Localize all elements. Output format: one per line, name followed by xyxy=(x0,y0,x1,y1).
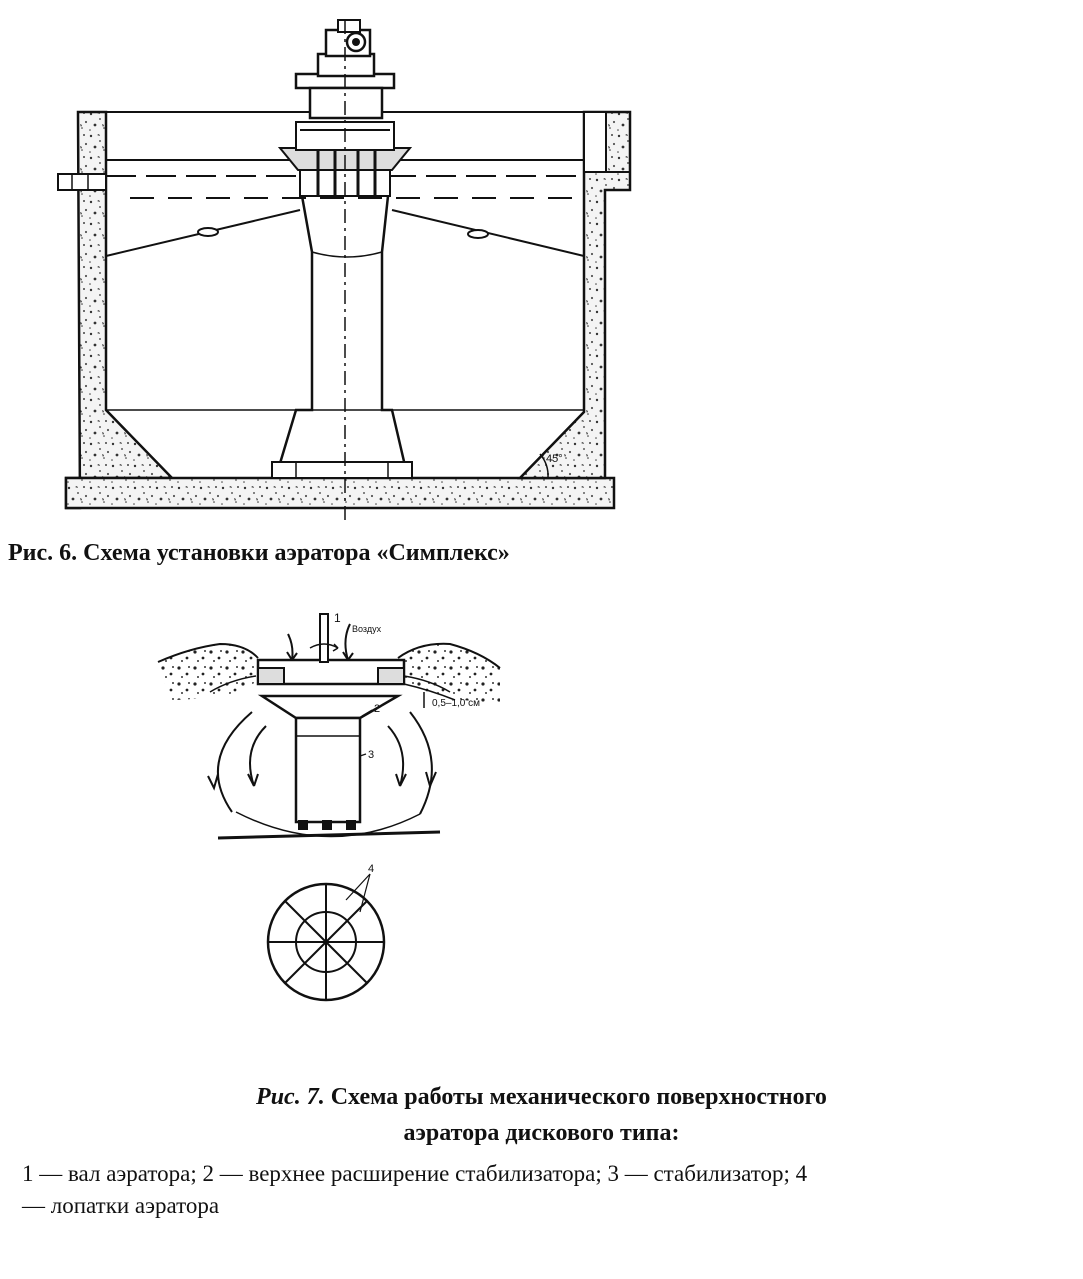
gap-label: 0,5–1,0 см xyxy=(432,698,480,709)
label-4: 4 xyxy=(368,863,374,875)
label-2: 2 xyxy=(374,703,380,715)
angle-label: 45° xyxy=(546,453,563,465)
figure-7-caption-line1: Рис. 7. Схема работы механического повер… xyxy=(0,1084,1083,1111)
label-3: 3 xyxy=(368,749,374,761)
legend-line-1: 1 — вал аэратора; 2 — верхнее расширение… xyxy=(22,1161,808,1186)
right-wall xyxy=(517,110,632,480)
figure-7-caption-prefix: Рис. 7. xyxy=(256,1084,325,1110)
figure-7-caption-line2: аэратора дискового типа: xyxy=(403,1120,680,1146)
legend-line-2: — лопатки аэратора xyxy=(22,1193,220,1218)
figure-7-legend: 1 — вал аэратора; 2 — верхнее расширение… xyxy=(22,1158,807,1222)
label-1: 1 xyxy=(334,611,341,625)
figure-7-caption-main: Схема работы механического поверхностног… xyxy=(324,1084,827,1110)
figure-6-caption: Рис. 6. Схема установки аэратора «Симпле… xyxy=(8,540,510,566)
floor-slab xyxy=(64,476,616,510)
figure-7-disk-aerator-diagram: 1 Воздух 0,5–1,0 см 2 3 4 xyxy=(157,611,501,1002)
figure-6-simplex-aerator-diagram: 45° xyxy=(57,19,632,520)
air-label: Воздух xyxy=(352,624,382,634)
left-wall xyxy=(64,110,175,510)
